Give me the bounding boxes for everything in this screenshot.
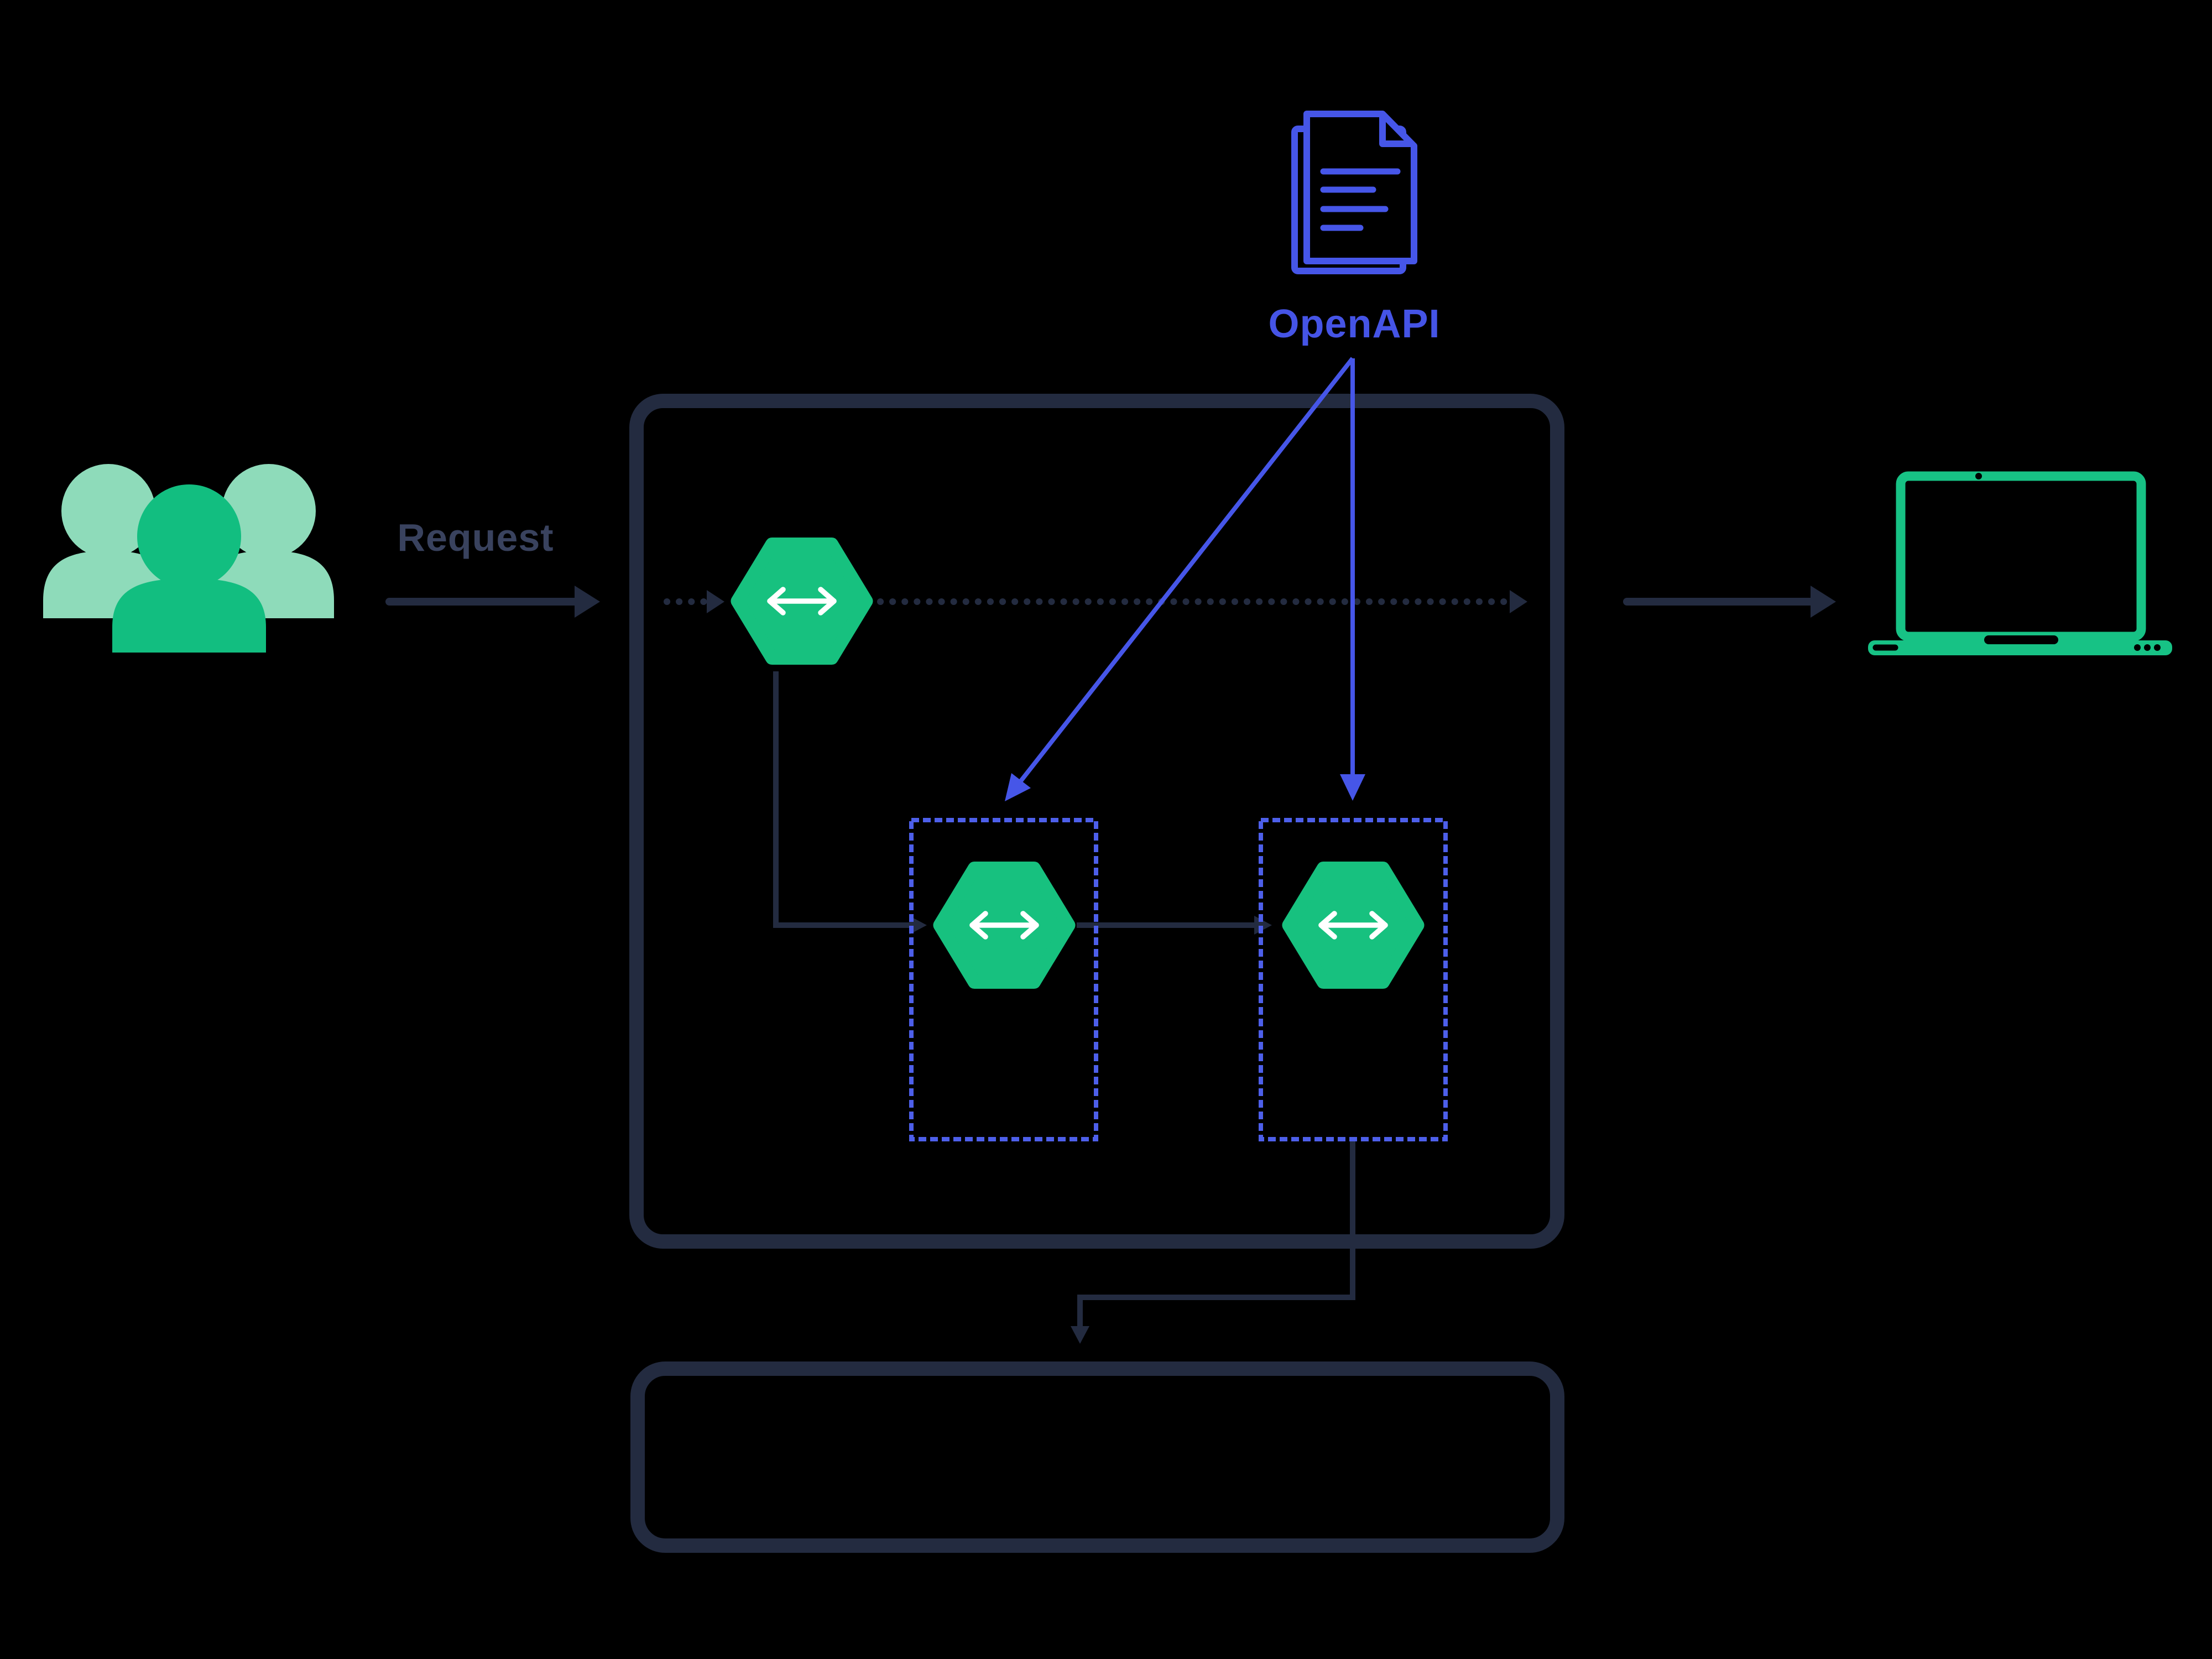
internal-connectors [773, 671, 1355, 1326]
users-icon [43, 464, 334, 653]
service-dashed-box-1 [909, 818, 1098, 1141]
dotted-arrowhead [1510, 590, 1527, 613]
document-folded-corner [1379, 113, 1415, 147]
user-center-silhouette [112, 484, 266, 653]
backend-container-box [630, 1361, 1564, 1553]
openapi-label: OpenAPI [1268, 302, 1440, 346]
gateway-container-box [629, 394, 1564, 1249]
openapi-arrow-to-service1 [1017, 357, 1355, 785]
service-hexagon-1 [940, 868, 1069, 982]
laptop-hinge-notch [1984, 635, 2058, 644]
response-arrow [1623, 586, 1836, 618]
laptop-icon [1868, 471, 2172, 655]
connector-service2-to-backend [1077, 1140, 1355, 1326]
dotted-arrowhead [707, 590, 724, 613]
laptop-base [1868, 640, 2172, 655]
connector-entry-to-service1 [773, 671, 909, 928]
laptop-screen [1896, 471, 2146, 641]
endpoint-hexagon [738, 544, 867, 658]
request-arrow [385, 586, 600, 618]
request-flow-dotted-line [664, 590, 1527, 613]
openapi-config-arrows [1005, 357, 1365, 801]
openapi-document-icon [1291, 111, 1417, 274]
service-dashed-box-2 [1259, 818, 1448, 1141]
connector-arrowhead [1071, 1326, 1089, 1344]
request-label: Request [397, 516, 554, 559]
laptop-webcam-dot [1975, 473, 1982, 479]
service-hexagon-2 [1289, 868, 1418, 982]
laptop-base-dots [2134, 644, 2161, 651]
document-text-lines [1320, 168, 1401, 231]
